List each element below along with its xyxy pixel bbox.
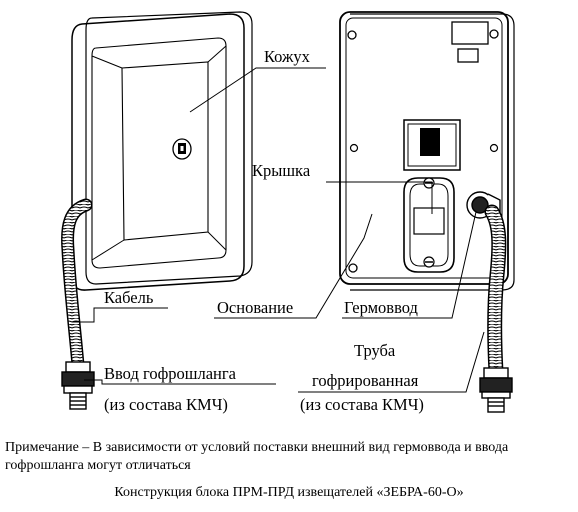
leader-lines: [72, 67, 485, 393]
right-hose-entry: [479, 367, 513, 413]
base-unit: [339, 11, 515, 291]
label-hose-entry-1: Ввод гофрошланга: [104, 364, 237, 383]
right-pipe: [484, 204, 507, 380]
figure-caption: Конструкция блока ПРМ-ПРД извещателей «З…: [114, 485, 464, 500]
label-housing: Кожух: [264, 47, 311, 66]
label-pipe-2: гофрированная: [312, 371, 419, 390]
left-hose-entry: [61, 361, 95, 410]
label-pipe-3: (из состава КМЧ): [300, 395, 424, 414]
label-base: Основание: [217, 298, 293, 317]
label-pipe-1: Труба: [354, 341, 396, 360]
switch-icon: [420, 128, 440, 156]
device-diagram: Кожух Крышка Кабель Основание Гермоввод …: [61, 11, 515, 414]
label-cover: Крышка: [252, 161, 311, 180]
note-text: Примечание – В зависимости от условий по…: [5, 440, 509, 473]
label-gland: Гермоввод: [344, 298, 419, 317]
switch-window: [403, 119, 461, 171]
housing-lock-icon: [172, 138, 192, 160]
left-cable: [61, 198, 93, 372]
cover-plate: [403, 177, 455, 273]
housing-unit: [71, 11, 253, 291]
cover-screw-icon: [423, 177, 435, 268]
housing-front: [71, 13, 245, 291]
label-cable: Кабель: [104, 288, 154, 307]
label-hose-entry-2: (из состава КМЧ): [104, 395, 228, 414]
base-plate: [339, 11, 509, 285]
